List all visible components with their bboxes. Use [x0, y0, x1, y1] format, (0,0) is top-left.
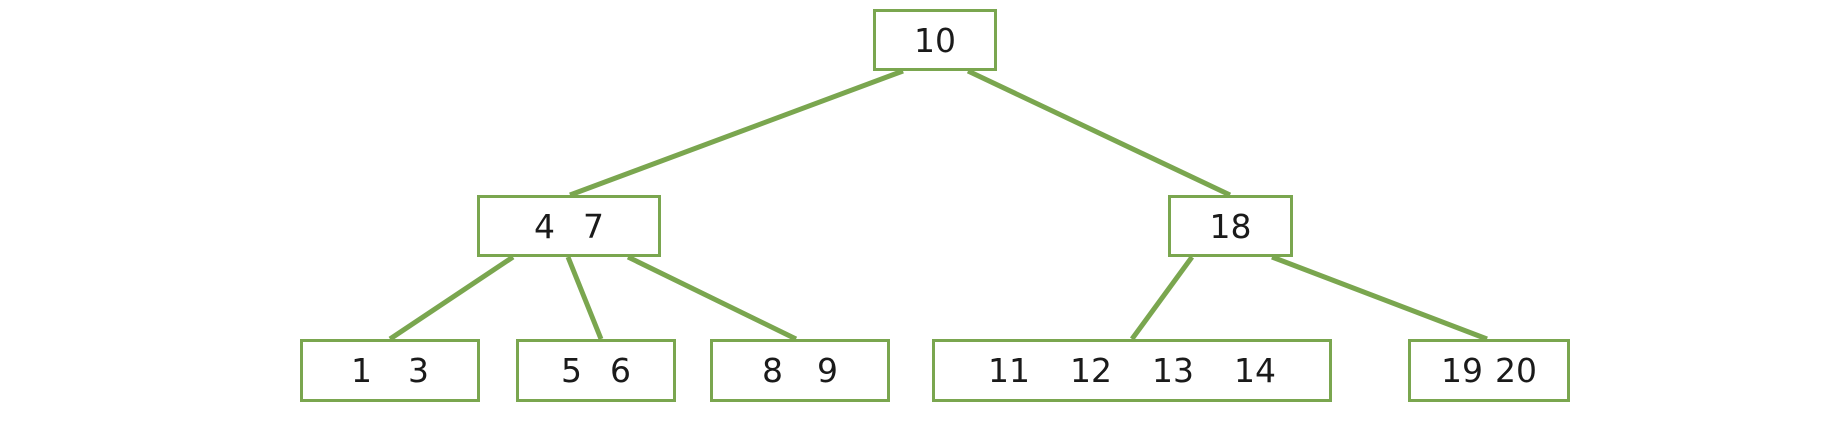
btree-key: 12 [1070, 351, 1112, 390]
btree-node-internal-right[interactable]: 18 [1168, 195, 1293, 257]
btree-edge-right-to-leaf-19-20 [1271, 254, 1488, 342]
btree-edge-left-to-leaf-5-6 [565, 256, 604, 340]
btree-key: 6 [610, 351, 631, 390]
btree-edge-left-to-leaf-8-9 [626, 254, 798, 342]
btree-key: 14 [1234, 351, 1276, 390]
btree-key: 10 [914, 20, 956, 60]
btree-key: 3 [408, 351, 429, 390]
btree-node-keys: 18 [1210, 210, 1252, 243]
btree-node-leaf-11-14[interactable]: 11 12 13 14 [932, 339, 1332, 402]
btree-edge-root-to-internal-right [966, 68, 1232, 198]
btree-edge-right-to-leaf-11-14 [1129, 255, 1195, 341]
btree-key: 11 [988, 351, 1030, 390]
btree-key: 5 [561, 351, 582, 390]
btree-node-keys: 10 [914, 24, 956, 57]
btree-edge-left-to-leaf-1-3 [388, 254, 515, 342]
btree-edge-root-to-internal-left [569, 68, 904, 198]
btree-key: 8 [762, 351, 783, 390]
btree-key: 20 [1495, 351, 1537, 390]
btree-key: 7 [583, 206, 604, 246]
btree-key: 9 [817, 351, 838, 390]
btree-key: 18 [1209, 206, 1252, 246]
btree-node-root[interactable]: 10 [873, 9, 997, 71]
btree-node-keys: 11 12 13 14 [988, 354, 1276, 387]
btree-key: 13 [1152, 351, 1194, 390]
btree-key: 4 [534, 206, 555, 246]
btree-key: 19 [1441, 351, 1483, 390]
btree-key: 1 [351, 351, 372, 390]
